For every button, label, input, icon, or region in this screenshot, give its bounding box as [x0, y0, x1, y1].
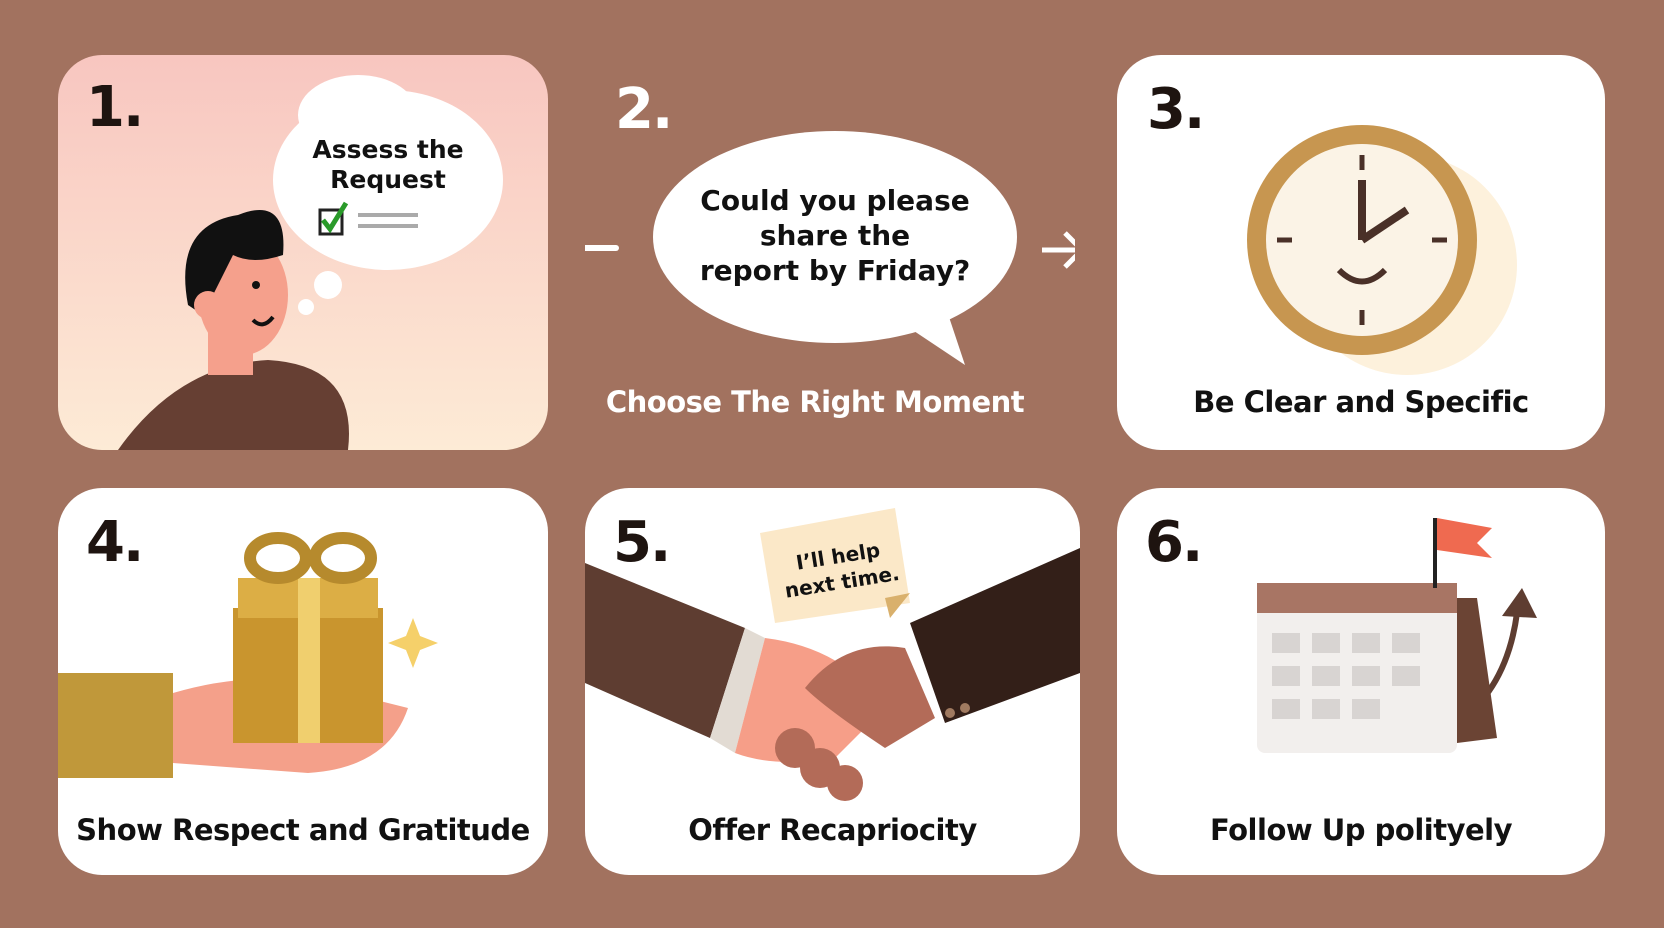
step-number: 6. — [1145, 510, 1203, 575]
step-number: 1. — [86, 75, 144, 140]
gift-icon — [58, 532, 438, 778]
step-number: 4. — [86, 510, 144, 575]
step-caption: Choose The Right Moment — [605, 385, 1025, 419]
step-4-card: 4. Show Respect and Gratitude — [58, 488, 548, 875]
step-caption: Be Clear and Specific — [1193, 385, 1529, 419]
step-number: 2. — [615, 77, 673, 142]
thinking-person-icon — [118, 75, 503, 450]
speech-bubble-icon — [585, 131, 1075, 365]
step-5-card: 5. I’ll help next time. Offer Recaprioci… — [585, 488, 1080, 875]
speech-bubble-text: Could you please share the report by Fri… — [699, 184, 971, 287]
step-caption: Offer Recapriocity — [688, 813, 977, 847]
calendar-flag-icon — [1257, 518, 1537, 753]
clock-icon — [1247, 125, 1517, 375]
step-2-panel: 2. Could you please share the report by … — [585, 55, 1075, 450]
step-1-card: 1. Assess the Request — [58, 55, 548, 450]
thought-bubble-text: Assess the Request — [312, 135, 464, 194]
step-caption: Show Respect and Gratitude — [76, 813, 530, 847]
handshake-icon — [585, 508, 1080, 801]
step-number: 5. — [613, 510, 671, 575]
step-3-card: 3. Be Clear and Specific — [1117, 55, 1605, 450]
step-caption: Follow Up polityely — [1210, 813, 1513, 847]
step-number: 3. — [1147, 77, 1205, 142]
step-6-card: 6. Follow Up polityely — [1117, 488, 1605, 875]
